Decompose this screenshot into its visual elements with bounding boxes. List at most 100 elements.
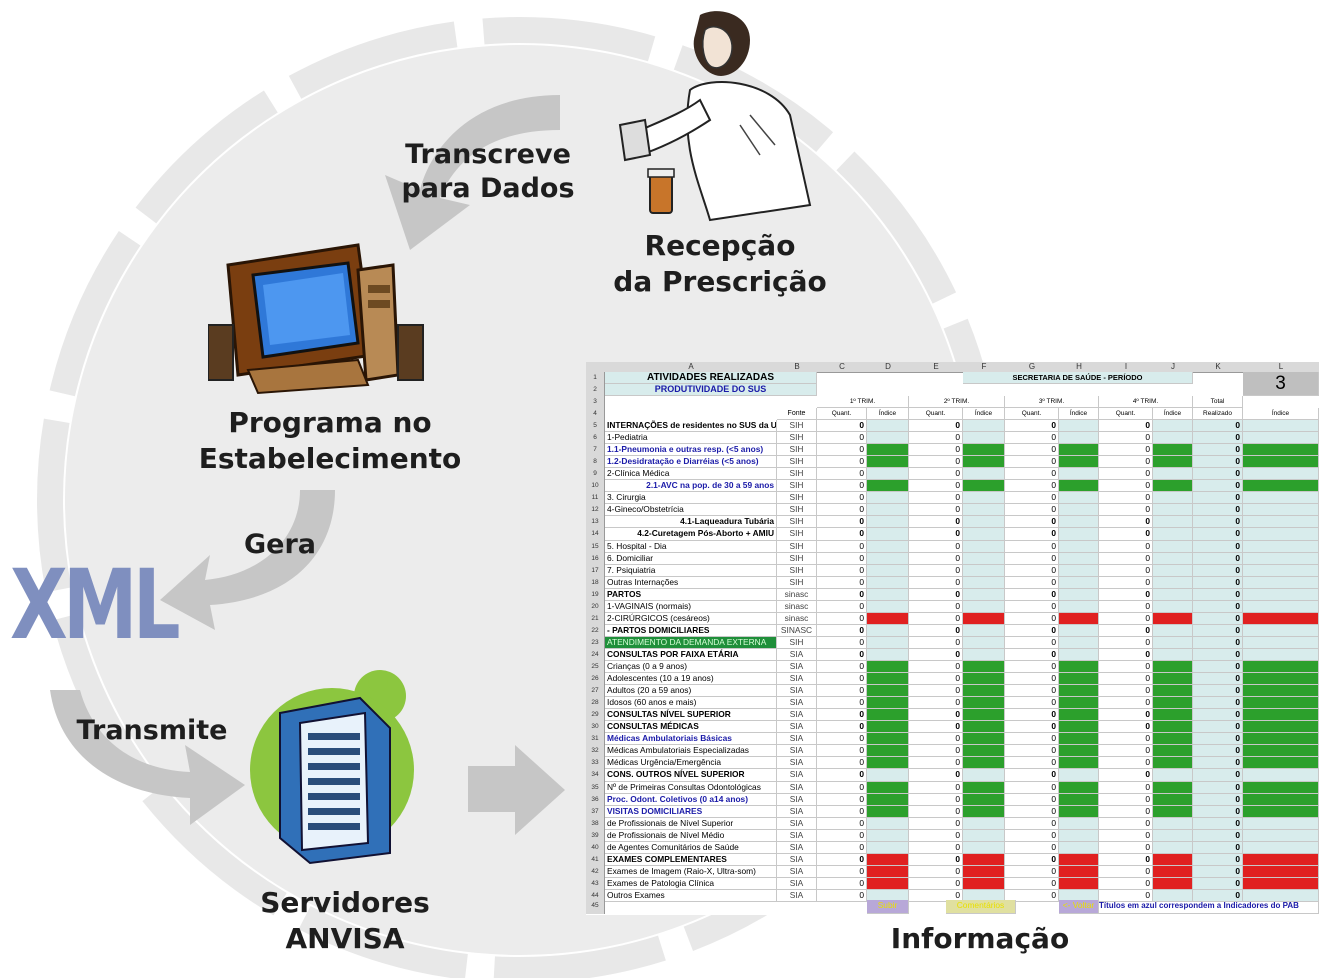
row-indice bbox=[963, 757, 1005, 770]
row-indice-total bbox=[1243, 552, 1319, 565]
row-label: 2-Clínica Médica bbox=[605, 468, 777, 481]
row-fonte: SIH bbox=[777, 492, 817, 505]
row-fonte: SIA bbox=[777, 673, 817, 686]
row-indice bbox=[963, 528, 1005, 541]
row-number: 2 bbox=[586, 384, 605, 397]
row-indice bbox=[1153, 805, 1193, 818]
row-quant: 0 bbox=[817, 745, 867, 758]
subir-button[interactable]: Subir bbox=[867, 900, 909, 914]
row-indice bbox=[1153, 540, 1193, 553]
row-indice-total bbox=[1243, 564, 1319, 577]
sheet-row-4: 4 Fonte Quant. Índice Quant. Índice Quan… bbox=[586, 408, 1319, 421]
row-quant: 0 bbox=[909, 528, 963, 541]
row-indice bbox=[1153, 564, 1193, 577]
row-quant: 0 bbox=[909, 673, 963, 686]
row-number: 20 bbox=[586, 600, 605, 613]
row-quant: 0 bbox=[909, 612, 963, 625]
row-indice bbox=[1153, 685, 1193, 698]
row-quant: 0 bbox=[817, 685, 867, 698]
row-indice bbox=[1059, 588, 1099, 601]
row-quant: 0 bbox=[817, 456, 867, 469]
row-indice bbox=[963, 540, 1005, 553]
row-total: 0 bbox=[1193, 673, 1243, 686]
row-quant: 0 bbox=[1099, 516, 1153, 529]
row-indice-total bbox=[1243, 805, 1319, 818]
comentarios-button[interactable]: Comentários bbox=[946, 900, 1016, 914]
row-number: 8 bbox=[586, 456, 605, 469]
row-indice bbox=[867, 528, 909, 541]
row-number: 13 bbox=[586, 516, 605, 529]
row-quant: 0 bbox=[909, 721, 963, 734]
row-fonte: SIA bbox=[777, 889, 817, 903]
row-indice bbox=[1153, 745, 1193, 758]
quant-header: Quant. bbox=[817, 408, 867, 421]
row-indice bbox=[867, 552, 909, 565]
row-total: 0 bbox=[1193, 504, 1243, 517]
row-quant: 0 bbox=[909, 432, 963, 445]
row-fonte: SIA bbox=[777, 865, 817, 878]
row-indice bbox=[1059, 444, 1099, 457]
row-quant: 0 bbox=[817, 841, 867, 854]
row-number: 36 bbox=[586, 793, 605, 806]
row-quant: 0 bbox=[1099, 829, 1153, 842]
row-indice bbox=[963, 745, 1005, 758]
column-header-bar: A B C D E F G H I J K L bbox=[586, 362, 1319, 373]
row-quant: 0 bbox=[1005, 829, 1059, 842]
row-indice bbox=[963, 841, 1005, 854]
row-indice bbox=[867, 661, 909, 674]
trim-3-header: 3º TRIM. bbox=[1005, 396, 1099, 409]
row-number: 34 bbox=[586, 769, 605, 782]
row-indice bbox=[963, 420, 1005, 433]
row-indice bbox=[963, 516, 1005, 529]
row-number: 30 bbox=[586, 721, 605, 734]
row-label: 2.1-AVC na pop. de 30 a 59 anos bbox=[605, 480, 777, 493]
label-recepcao-line2: da Prescrição bbox=[613, 265, 827, 298]
row-indice bbox=[1153, 444, 1193, 457]
row-quant: 0 bbox=[1005, 504, 1059, 517]
row-quant: 0 bbox=[1005, 865, 1059, 878]
row-quant: 0 bbox=[817, 817, 867, 830]
row-indice bbox=[1059, 733, 1099, 746]
row-indice bbox=[867, 540, 909, 553]
row-total: 0 bbox=[1193, 516, 1243, 529]
row-quant: 0 bbox=[1099, 468, 1153, 481]
row-indice bbox=[1153, 528, 1193, 541]
row-quant: 0 bbox=[1005, 805, 1059, 818]
row-indice bbox=[1059, 877, 1099, 890]
row-number: 31 bbox=[586, 733, 605, 746]
row-indice bbox=[1153, 829, 1193, 842]
row-fonte: SIH bbox=[777, 432, 817, 445]
row-indice bbox=[963, 444, 1005, 457]
row-indice bbox=[1153, 600, 1193, 613]
row-quant: 0 bbox=[909, 552, 963, 565]
row-indice bbox=[1153, 624, 1193, 637]
voltar-button[interactable]: <- Voltar bbox=[1059, 900, 1099, 914]
row-fonte: SIA bbox=[777, 769, 817, 782]
row-indice-total bbox=[1243, 817, 1319, 830]
row-indice bbox=[1153, 648, 1193, 662]
row-quant: 0 bbox=[817, 420, 867, 433]
row-fonte: SIH bbox=[777, 444, 817, 457]
row-quant: 0 bbox=[1099, 576, 1153, 589]
row-quant: 0 bbox=[909, 829, 963, 842]
row-quant: 0 bbox=[817, 877, 867, 890]
row-label: Proc. Odont. Coletivos (0 a14 anos) bbox=[605, 793, 777, 806]
row-number: 19 bbox=[586, 588, 605, 601]
row-number: 33 bbox=[586, 757, 605, 770]
row-indice bbox=[1153, 468, 1193, 481]
row-indice bbox=[963, 733, 1005, 746]
row-indice bbox=[867, 564, 909, 577]
row-indice-total bbox=[1243, 841, 1319, 854]
row-indice bbox=[1059, 480, 1099, 493]
col-header-c: C bbox=[839, 362, 845, 371]
row-quant: 0 bbox=[1005, 564, 1059, 577]
row-quant: 0 bbox=[909, 516, 963, 529]
row-indice bbox=[1153, 661, 1193, 674]
row-number: 16 bbox=[586, 552, 605, 565]
row-quant: 0 bbox=[817, 733, 867, 746]
